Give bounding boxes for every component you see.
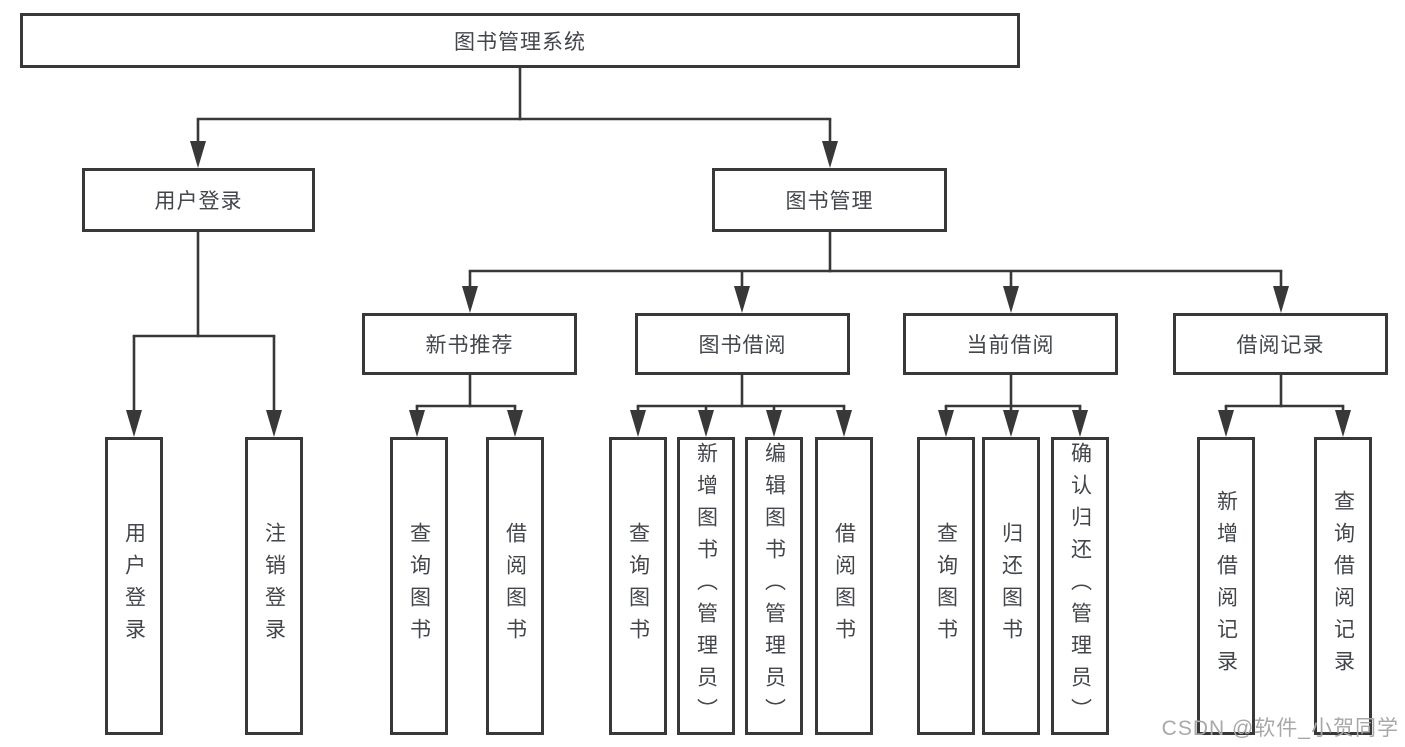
node-new-book-recommendation: 新书推荐 — [362, 313, 577, 375]
node-user-login: 用户登录 — [82, 168, 315, 232]
leaf-query-books-borrow: 查询图书 — [609, 437, 667, 735]
node-label: 查询借阅记录 — [1331, 490, 1355, 682]
leaf-logout: 注销登录 — [245, 437, 303, 735]
node-label: 图书借阅 — [698, 334, 787, 357]
node-label: 图书管理系统 — [454, 30, 586, 54]
node-label: 用户登录 — [122, 522, 146, 650]
node-label: 借阅图书 — [503, 522, 527, 650]
leaf-query-books-current: 查询图书 — [917, 437, 975, 735]
csdn-watermark: CSDN @软件_小贺同学 — [1161, 717, 1399, 740]
node-label: 用户登录 — [154, 190, 243, 213]
leaf-borrow-books-recommend: 借阅图书 — [486, 437, 544, 735]
leaf-query-books-recommend: 查询图书 — [390, 437, 448, 735]
leaf-user-login: 用户登录 — [105, 437, 163, 735]
node-library-management-system: 图书管理系统 — [20, 13, 1020, 68]
leaf-query-borrow-record: 查询借阅记录 — [1314, 437, 1372, 735]
node-book-management: 图书管理 — [712, 168, 947, 232]
node-label: 查询图书 — [934, 522, 958, 650]
node-label: 当前借阅 — [966, 334, 1055, 357]
node-label: 借阅记录 — [1236, 334, 1325, 357]
node-label: 编辑图书（管理员） — [762, 442, 786, 730]
node-label: 新增图书（管理员） — [694, 442, 718, 730]
leaf-edit-books-admin: 编辑图书（管理员） — [745, 437, 803, 735]
leaf-borrow-books: 借阅图书 — [815, 437, 873, 735]
node-label: 查询图书 — [407, 522, 431, 650]
node-label: 确认归还（管理员） — [1068, 442, 1092, 730]
leaf-add-books-admin: 新增图书（管理员） — [677, 437, 735, 735]
leaf-return-books: 归还图书 — [982, 437, 1040, 735]
leaf-add-borrow-record: 新增借阅记录 — [1197, 437, 1255, 735]
node-current-borrowing: 当前借阅 — [903, 313, 1118, 375]
node-label: 注销登录 — [262, 522, 286, 650]
node-label: 图书管理 — [785, 190, 874, 213]
node-label: 新增借阅记录 — [1214, 490, 1238, 682]
node-label: 归还图书 — [999, 522, 1023, 650]
node-label: 查询图书 — [626, 522, 650, 650]
node-label: 新书推荐 — [425, 334, 514, 357]
leaf-confirm-return-admin: 确认归还（管理员） — [1051, 437, 1109, 735]
node-book-borrowing: 图书借阅 — [635, 313, 850, 375]
node-label: 借阅图书 — [832, 522, 856, 650]
node-borrowing-records: 借阅记录 — [1173, 313, 1388, 375]
